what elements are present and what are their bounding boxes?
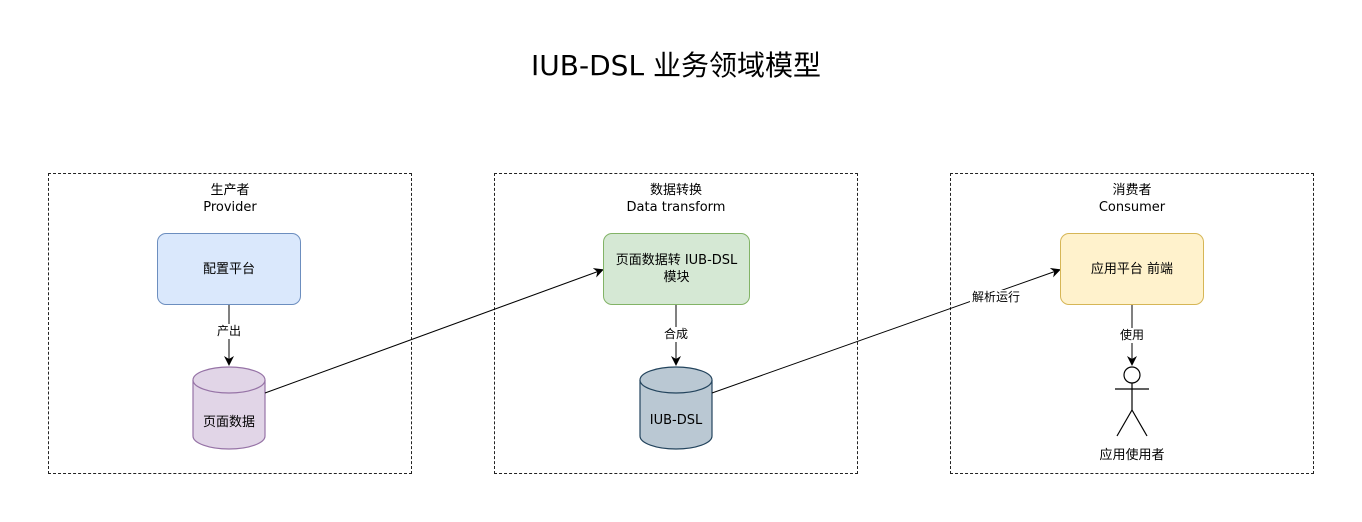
group-consumer-title-cn: 消费者 [1112, 183, 1152, 198]
edge-parse-run [711, 267, 1061, 394]
group-data-transform-title: 数据转换 Data transform [495, 182, 857, 216]
diagram-title: IUB-DSL 业务领域模型 [531, 49, 821, 82]
group-data-transform: 数据转换 Data transform [494, 173, 858, 474]
group-consumer-title: 消费者 Consumer [951, 182, 1313, 216]
edge-use-label: 使用 [1118, 328, 1147, 343]
config-platform-node: 配置平台 [157, 233, 301, 305]
edge-parse-run-label: 解析运行 [970, 290, 1023, 305]
group-provider-title-cn: 生产者 [210, 183, 250, 198]
converter-module-node: 页面数据转 IUB-DSL 模块 [603, 233, 750, 305]
config-platform-label: 配置平台 [202, 261, 255, 277]
page-data-label: 页面数据 [202, 414, 255, 430]
group-consumer: 消费者 Consumer [950, 173, 1314, 474]
group-provider-title: 生产者 Provider [49, 182, 411, 216]
group-data-transform-title-en: Data transform [626, 200, 726, 215]
user-actor-icon [1115, 366, 1149, 437]
group-data-transform-title-cn: 数据转换 [649, 183, 702, 198]
app-frontend-node: 应用平台 前端 [1060, 233, 1204, 305]
group-provider-title-en: Provider [203, 200, 257, 215]
group-consumer-title-en: Consumer [1098, 200, 1166, 215]
edge-page-data-to-converter [264, 268, 604, 394]
converter-module-label: 页面数据转 IUB-DSL 模块 [615, 253, 738, 285]
page-data-cylinder [192, 366, 266, 450]
iub-dsl-label: IUB-DSL [649, 412, 703, 428]
iub-dsl-cylinder [639, 366, 713, 450]
app-frontend-label: 应用平台 前端 [1090, 261, 1174, 277]
group-provider: 生产者 Provider [48, 173, 412, 474]
app-user-label: 应用使用者 [1099, 448, 1165, 463]
edge-produce-label: 产出 [215, 324, 244, 339]
edge-compose-label: 合成 [662, 327, 691, 342]
